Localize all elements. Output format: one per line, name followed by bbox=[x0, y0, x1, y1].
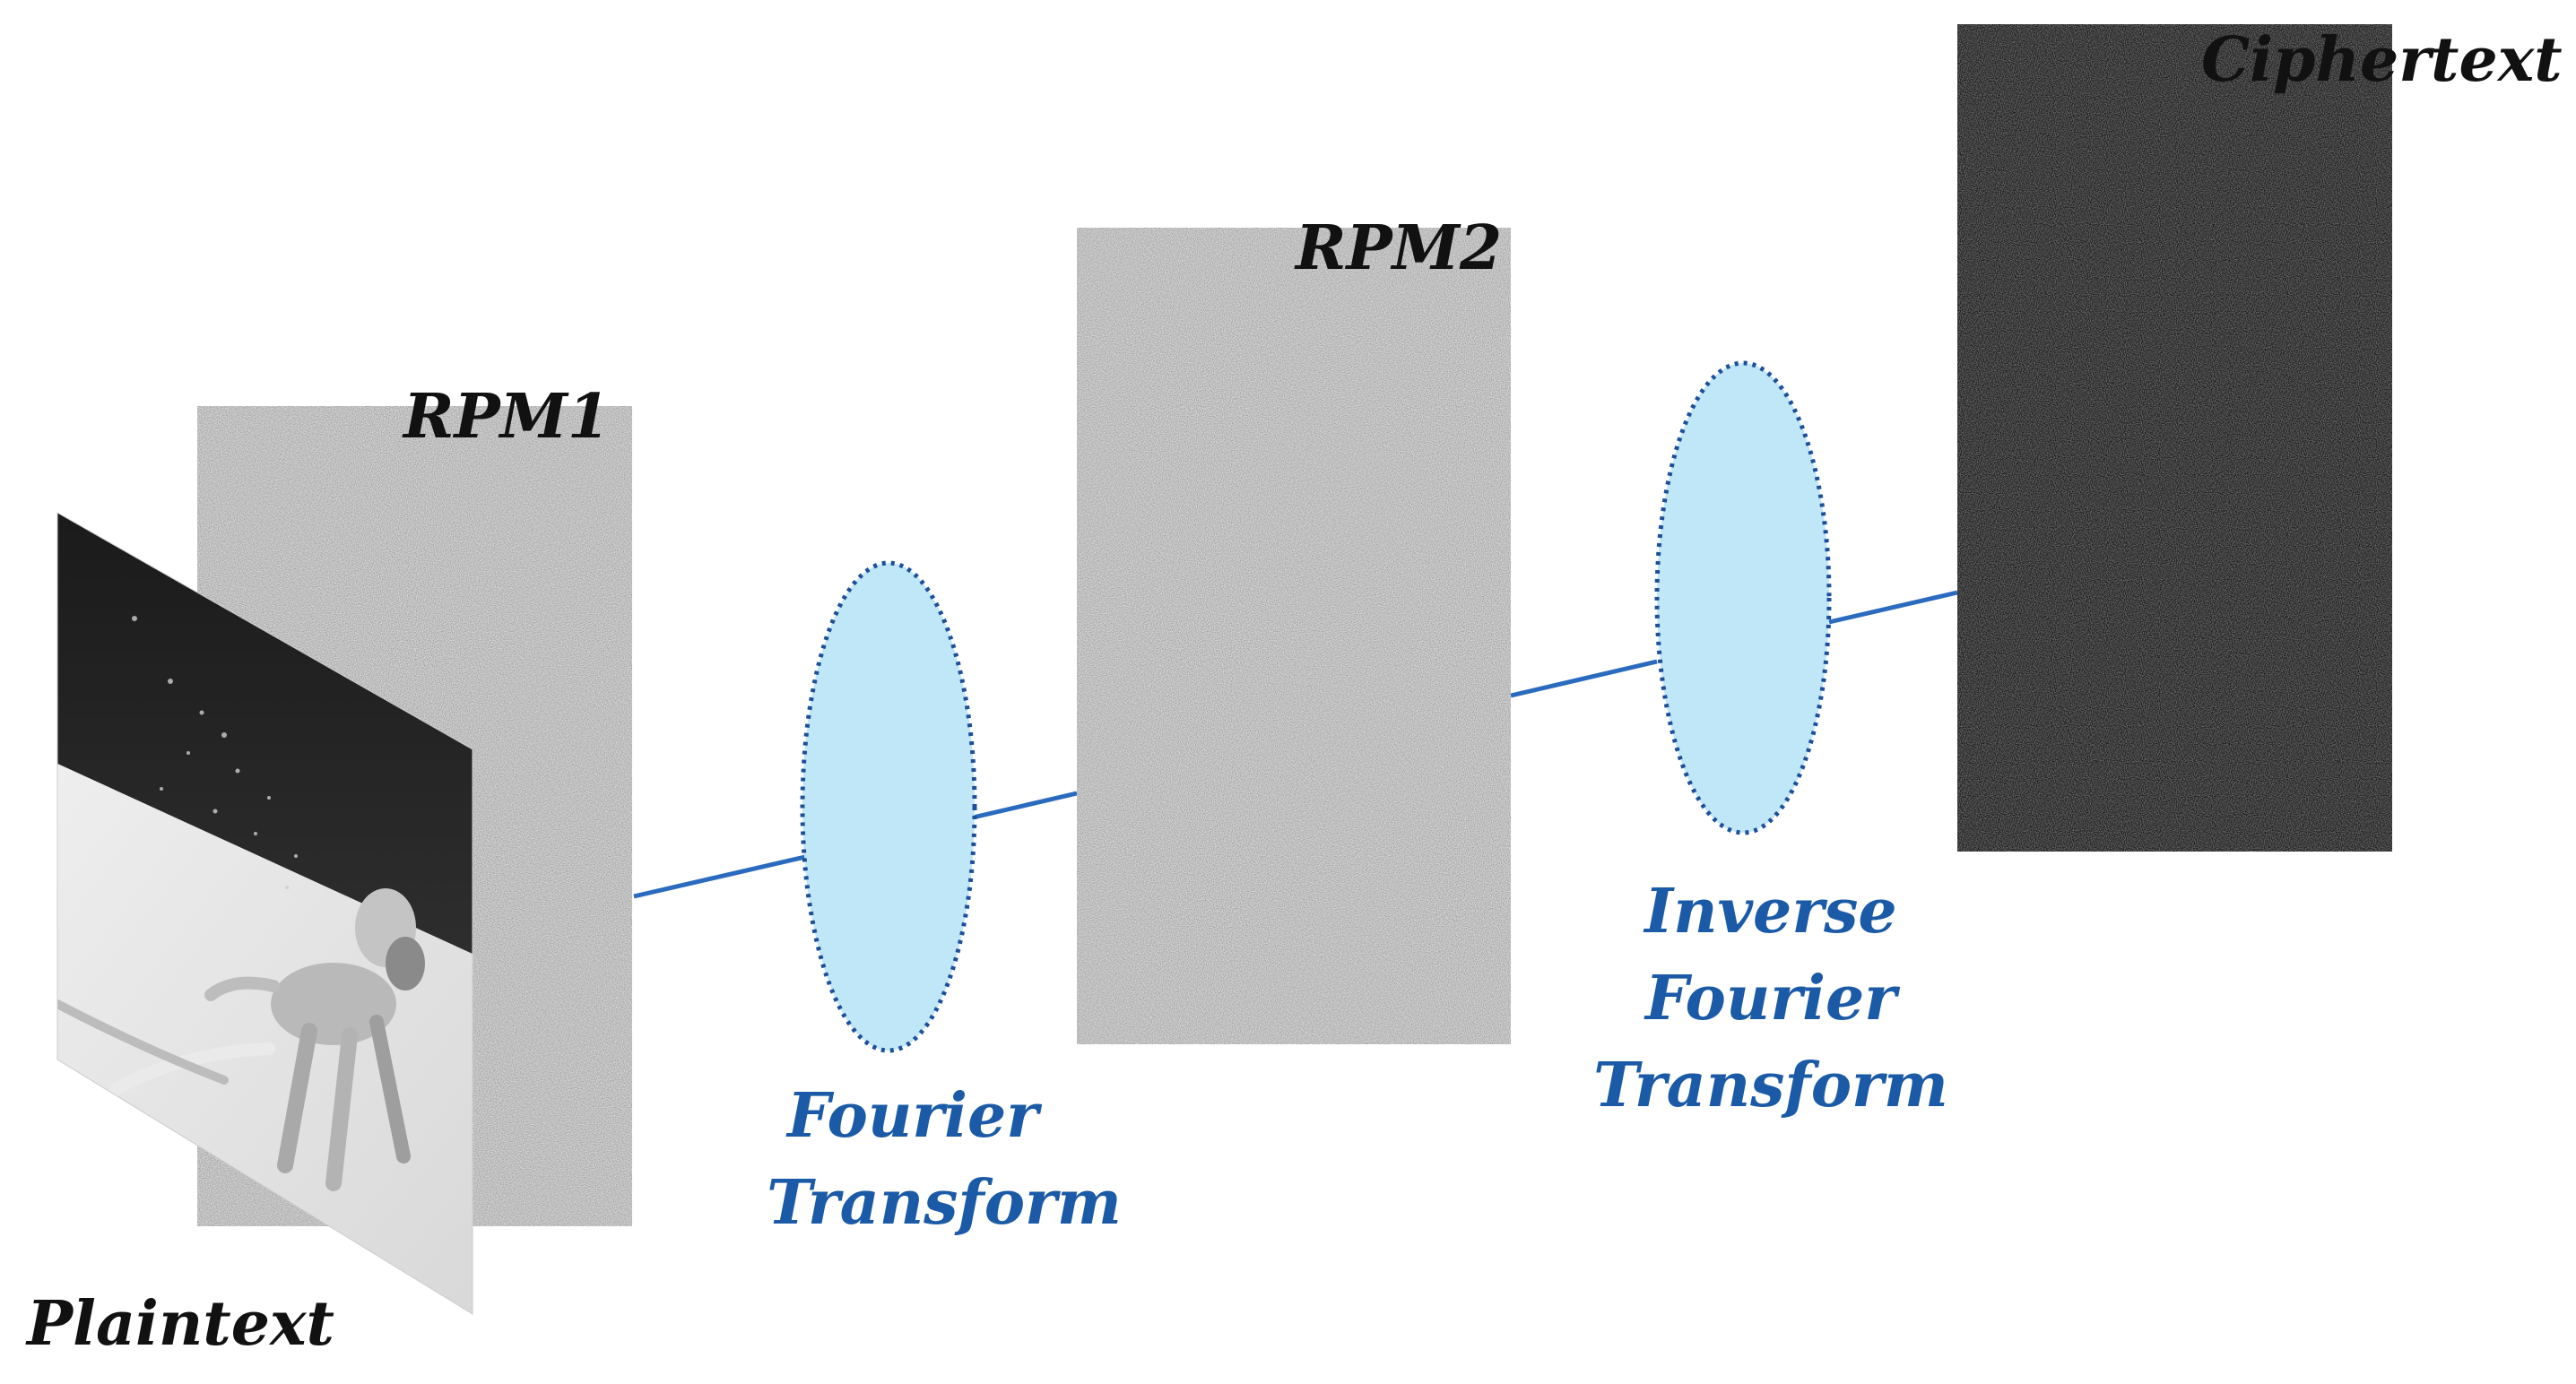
fourier-label-line-1: Fourier bbox=[785, 1080, 1042, 1152]
plaintext-label: Plaintext bbox=[25, 1288, 334, 1360]
beam-segment-3 bbox=[1510, 659, 1658, 698]
fourier-transform-label: Fourier Transform bbox=[767, 1080, 1122, 1239]
inverse-fourier-transform-label: Inverse Fourier Transform bbox=[1593, 876, 1948, 1121]
inverse-label-line-3: Transform bbox=[1593, 1050, 1948, 1121]
ciphertext-image bbox=[1957, 24, 2392, 852]
beam-path bbox=[633, 590, 1958, 899]
inverse-label-line-2: Fourier bbox=[1644, 963, 1900, 1034]
rpm1-label: RPM1 bbox=[402, 381, 610, 453]
beam-segment-1 bbox=[633, 854, 806, 899]
beam-segment-4 bbox=[1828, 590, 1958, 625]
rpm2-label: RPM2 bbox=[1294, 212, 1502, 284]
dog-figure bbox=[110, 888, 425, 1191]
fourier-label-line-2: Transform bbox=[767, 1167, 1122, 1239]
inverse-fourier-lens bbox=[1654, 360, 1832, 835]
ciphertext-label: Ciphertext bbox=[2201, 24, 2563, 96]
rpm2-mask bbox=[1077, 228, 1511, 1044]
inverse-label-line-1: Inverse bbox=[1643, 876, 1896, 947]
fourier-lens bbox=[800, 560, 977, 1053]
beam-segment-2 bbox=[972, 791, 1078, 820]
